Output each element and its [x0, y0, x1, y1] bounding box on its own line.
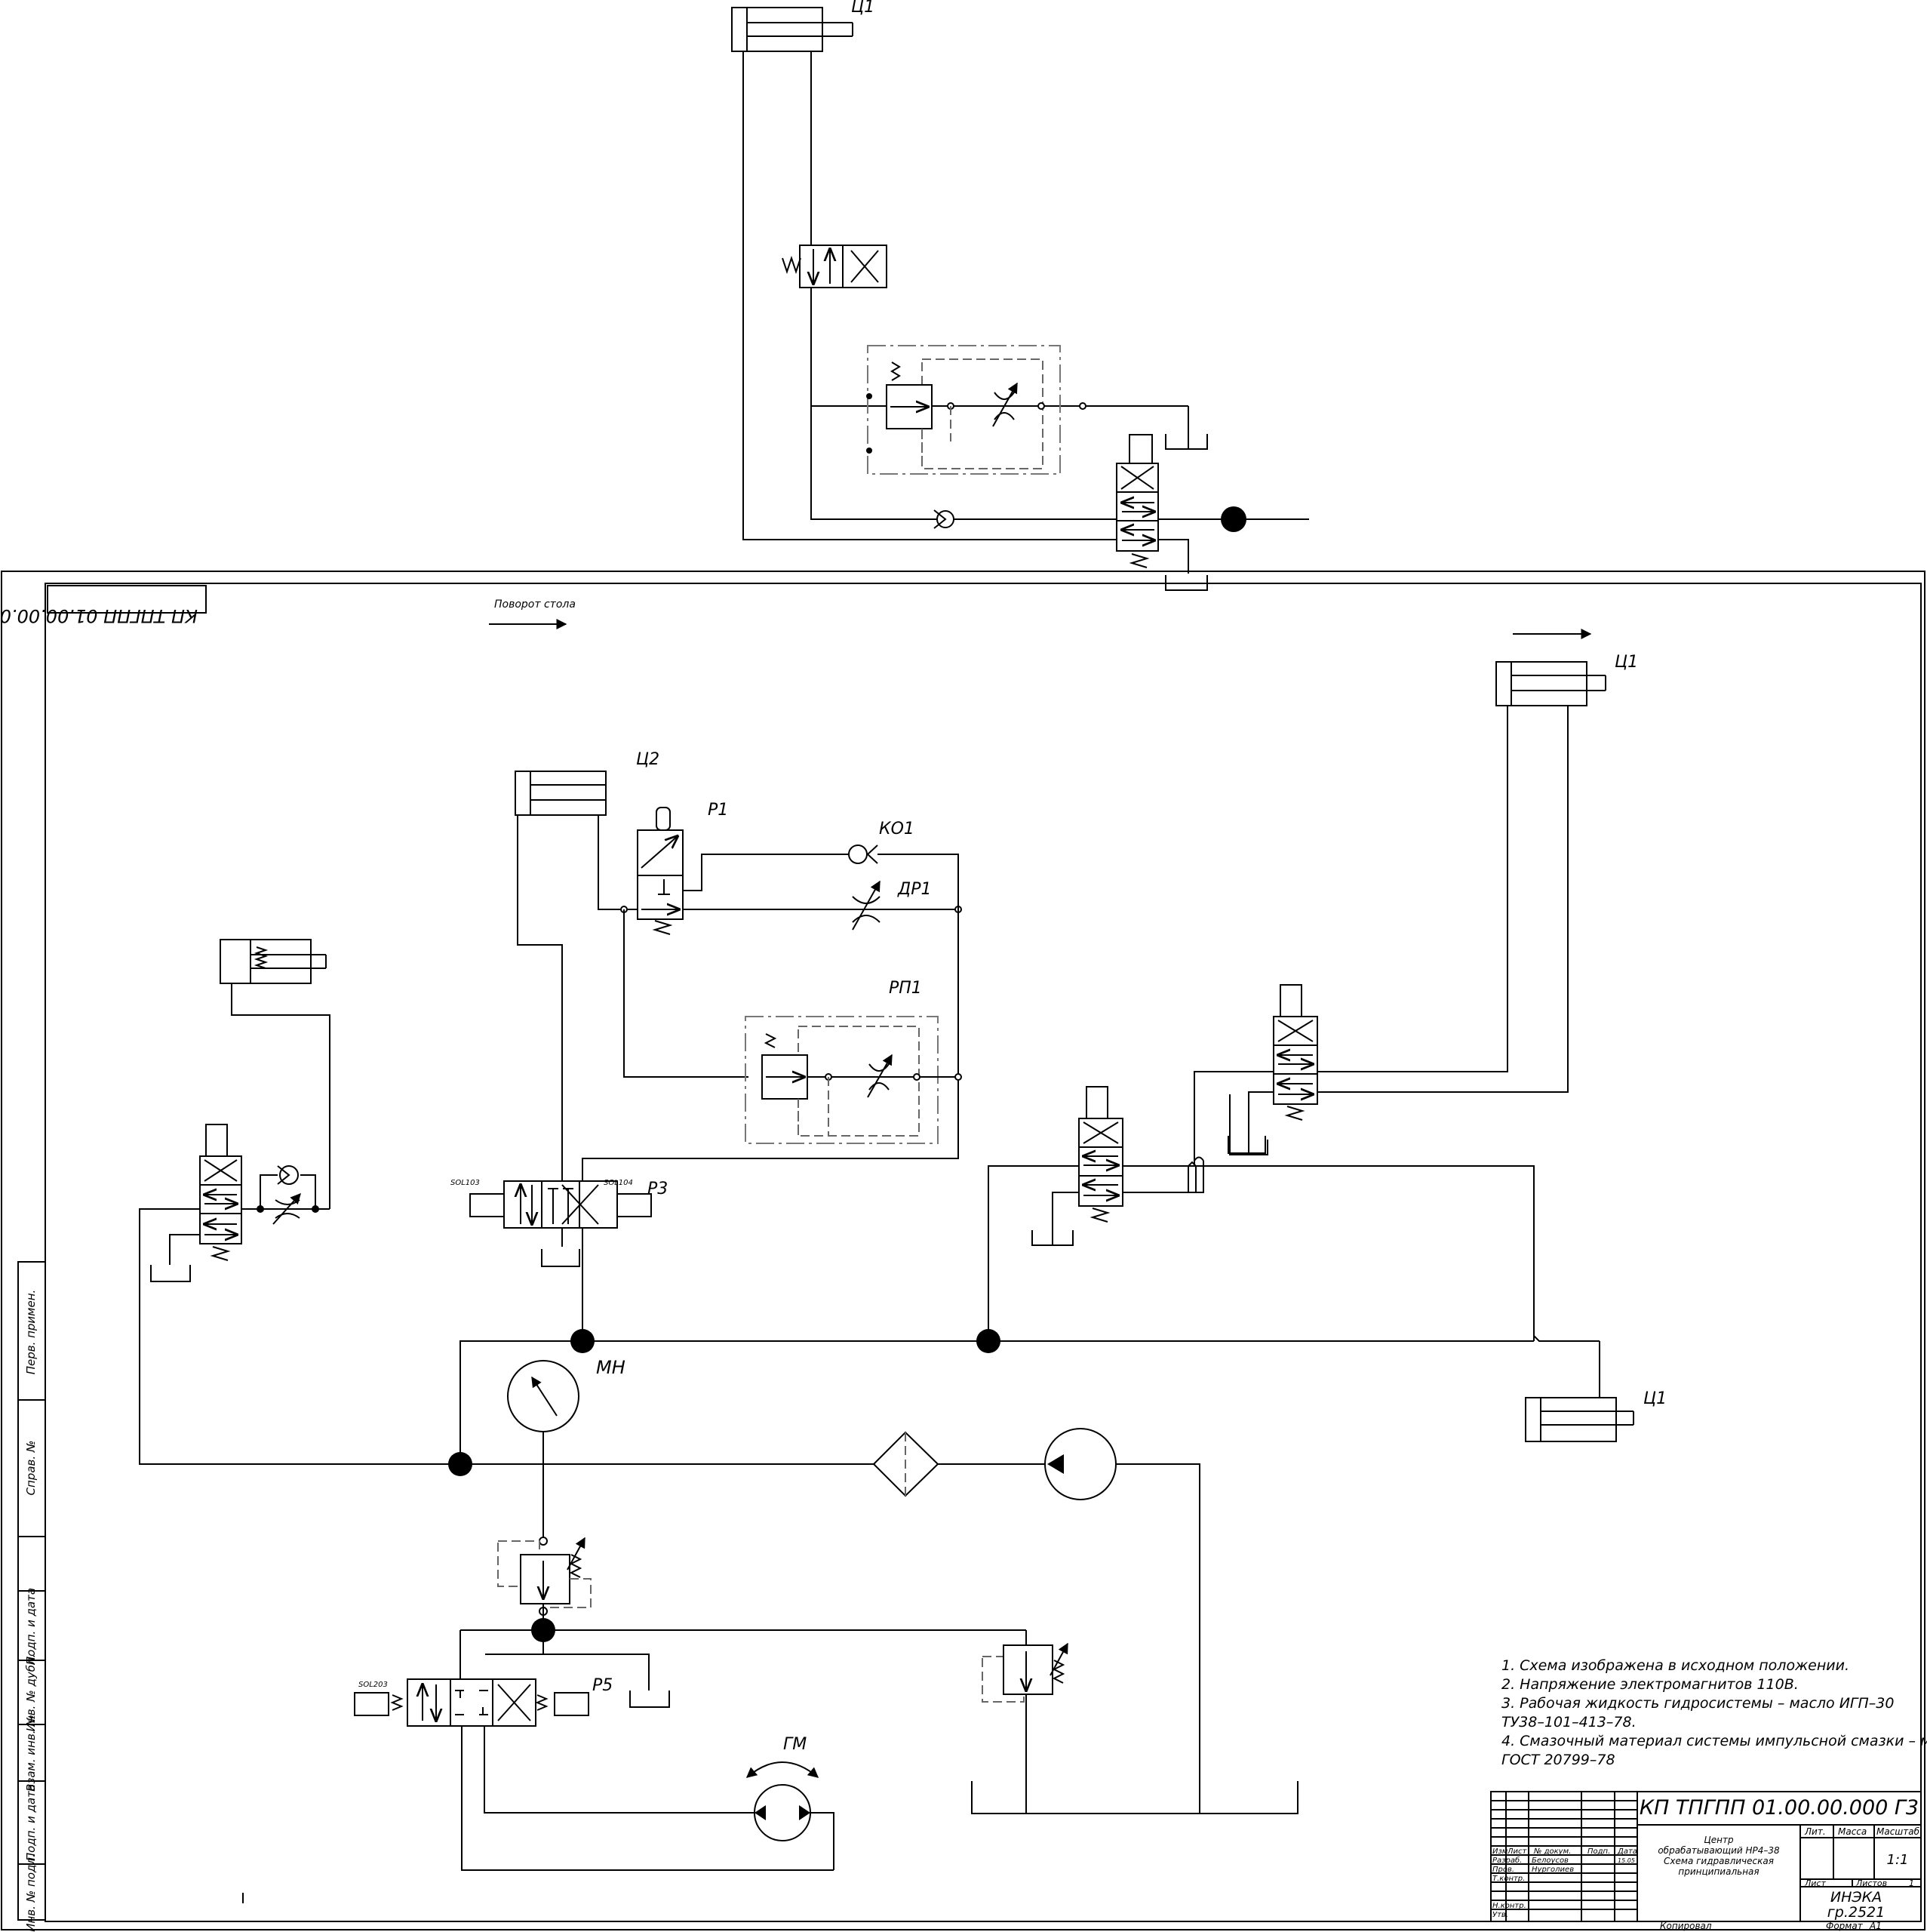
tb-razrab-name: Белоусов — [1532, 1857, 1569, 1865]
tb-col-ndokum: № докум. — [1533, 1847, 1571, 1856]
note-4b: ГОСТ 20799–78 — [1501, 1752, 1615, 1768]
tb-scale-value: 1:1 — [1887, 1852, 1909, 1868]
side-podp-data-2: Подп. и дата — [24, 1784, 38, 1861]
gm-label: ГМ — [783, 1735, 807, 1754]
cylinder-c1-bottom — [1525, 1334, 1634, 1442]
throttle-dr1 — [852, 880, 881, 931]
solenoid-valve-left — [139, 1124, 460, 1465]
tb-sheet-label: Лист — [1804, 1878, 1826, 1888]
note-3: 3. Рабочая жидкость гидросистемы – масло… — [1501, 1695, 1894, 1712]
dr1-label: ДР1 — [897, 880, 931, 899]
tb-prov-label: Пров. — [1492, 1866, 1514, 1874]
valve-p5 — [354, 1629, 1026, 1871]
tb-title-1: Центр — [1704, 1835, 1734, 1845]
tb-prov-name: Нурголиев — [1532, 1866, 1574, 1874]
flow-regulator-top — [866, 345, 1086, 475]
rotate-table-label: Поворот стола — [494, 598, 576, 611]
c1-bottom-label: Ц1 — [1643, 1389, 1667, 1408]
p1-label: Р1 — [708, 801, 728, 820]
pump — [1044, 1428, 1117, 1500]
note-2: 2. Напряжение электромагнитов 110В. — [1501, 1676, 1799, 1693]
tb-format-value: А1 — [1869, 1921, 1882, 1931]
sol104-label: SOL104 — [604, 1179, 633, 1187]
pressure-lines — [448, 1329, 1534, 1814]
check-valve-top — [933, 509, 954, 529]
note-3b: ТУ38–101–413–78. — [1501, 1714, 1637, 1730]
ko1-label: КО1 — [879, 820, 914, 838]
tb-col-list: Лист — [1507, 1847, 1528, 1856]
tb-date-small: 15.05 — [1618, 1857, 1635, 1864]
tb-col-izm: Изм — [1492, 1847, 1508, 1856]
tb-title-4: принципиальная — [1678, 1866, 1759, 1877]
p3-label: Р3 — [647, 1180, 668, 1198]
tb-tkontr-label: Т.контр. — [1492, 1875, 1525, 1883]
solenoid-valve-right-upper — [1109, 984, 1318, 1167]
valve-p3 — [469, 1180, 652, 1341]
hydraulic-motor-gm — [745, 1761, 834, 1870]
cylinder-c1-top — [731, 7, 853, 52]
tb-org-2: гр.2521 — [1827, 1904, 1885, 1921]
cylinder-c2 — [515, 771, 632, 1181]
mirrored-stamp: КП ТПГПП 01.00.00.000 Г3 — [0, 605, 198, 626]
note-4: 4. Смазочный материал системы импульсной… — [1501, 1733, 1927, 1749]
tb-col-podp: Подп. — [1587, 1847, 1610, 1856]
p5-label: Р5 — [592, 1676, 613, 1695]
title-block — [1490, 1791, 1922, 1922]
tb-nkontr-label: Н.контр. — [1492, 1902, 1526, 1910]
manometer-mn — [507, 1360, 579, 1541]
flow-regulator-rp1 — [745, 1016, 962, 1144]
solenoid-valve-top — [1116, 434, 1208, 591]
mn-label: МН — [596, 1357, 625, 1378]
side-sprav-no: Справ. № — [24, 1441, 38, 1496]
solenoid-valve-right-lower — [988, 1072, 1535, 1341]
tb-kopiroval: Копировал — [1660, 1921, 1712, 1931]
sol203-label: SOL203 — [358, 1681, 388, 1689]
c1-top-label: Ц1 — [851, 0, 874, 17]
side-podp-data-1: Подп. и дата — [24, 1588, 38, 1665]
tb-org-1: ИНЭКА — [1830, 1889, 1882, 1906]
check-valve-ko1 — [582, 844, 959, 1181]
top-subscheme — [731, 7, 1309, 591]
side-perv-primen: Перв. примен. — [24, 1290, 38, 1375]
c2-label: Ц2 — [636, 750, 659, 769]
valve-top-2pos — [782, 245, 887, 288]
filter — [872, 1431, 939, 1497]
valve-p1 — [620, 807, 962, 1078]
relief-valve-center — [497, 1537, 592, 1642]
tb-massa-label: Масса — [1838, 1826, 1867, 1837]
sol103-label: SOL103 — [450, 1179, 480, 1187]
tb-col-data: Дата — [1617, 1847, 1637, 1856]
note-1: 1. Схема изображена в исходном положении… — [1501, 1657, 1849, 1674]
relief-valve-right — [971, 1630, 1298, 1814]
c1-right-label: Ц1 — [1615, 653, 1638, 672]
tb-sheets-value: 1 — [1909, 1878, 1914, 1888]
side-inv-dubl: Инв. № дубл. — [24, 1654, 38, 1732]
side-inv-podl: Инв. № подл. — [24, 1854, 38, 1931]
cylinder-c1-right — [1313, 661, 1606, 1093]
rp1-label: РП1 — [889, 979, 922, 998]
tb-title-2: обрабатывающий НР4–38 — [1658, 1845, 1780, 1856]
tb-utv-label: Утв. — [1492, 1911, 1508, 1919]
notes-block: 1. Схема изображена в исходном положении… — [1501, 1657, 1927, 1768]
tb-sheets-label: Листов — [1855, 1878, 1887, 1888]
tb-title-3: Схема гидравлическая — [1664, 1856, 1774, 1866]
tb-masshtab-label: Масштаб — [1876, 1826, 1920, 1837]
sheet-frame — [1, 571, 1925, 1930]
side-strip — [17, 1261, 46, 1921]
side-vzam-inv: Взам. инв. № — [24, 1715, 38, 1792]
cylinder-left-spring — [220, 939, 330, 1209]
tb-designation: КП ТПГПП 01.00.00.000 Г3 — [1640, 1796, 1919, 1820]
tb-razrab-label: Разраб. — [1492, 1856, 1522, 1865]
tb-lit-label: Лит. — [1804, 1826, 1826, 1837]
tb-format-label: Формат — [1826, 1921, 1864, 1931]
